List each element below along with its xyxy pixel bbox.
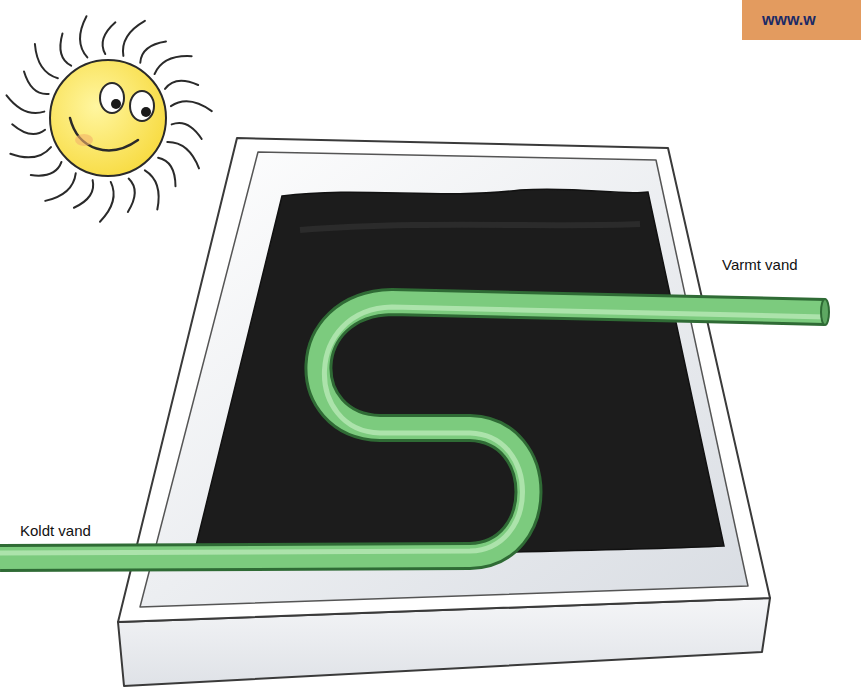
sun-ray (24, 72, 49, 95)
sun-ray (80, 16, 87, 57)
sun-ray (100, 182, 114, 222)
sun-ray (12, 124, 45, 134)
sun (50, 60, 166, 176)
sun-rays (7, 16, 212, 221)
sun-ray (7, 95, 45, 113)
tray-inner-wall (140, 152, 748, 607)
sun-ray (103, 22, 116, 54)
sun-ray (140, 41, 166, 62)
sun-ray (60, 33, 71, 65)
url-text: www.w (762, 11, 816, 29)
sun-ray (145, 170, 159, 209)
absorber-plate (192, 189, 724, 562)
s-pipe (0, 299, 829, 558)
sun-ray (165, 81, 198, 89)
pipe-label: Varmt vand (722, 256, 798, 274)
sun-ray (35, 44, 58, 78)
sun-ray (155, 56, 192, 74)
sun-ray (123, 21, 145, 56)
sun-ray (167, 142, 199, 168)
sun-ray (31, 162, 62, 176)
url-banner: www.w (742, 0, 861, 40)
sun-ray (128, 179, 135, 212)
sun-ray (74, 180, 93, 208)
pipe-label: Koldt vand (20, 522, 91, 540)
sun-ray (172, 123, 202, 139)
sun-ray (45, 173, 76, 201)
sun-ray (171, 101, 212, 111)
sun-ray (158, 158, 175, 186)
sun-ray (10, 147, 51, 157)
